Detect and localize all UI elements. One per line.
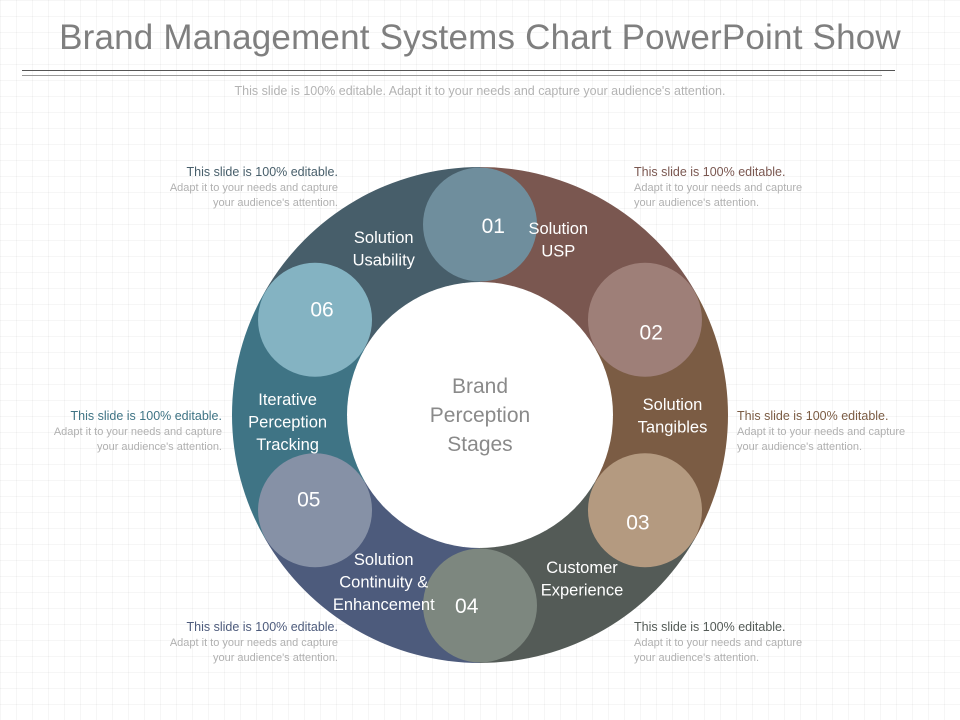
segment-label-line: Experience — [541, 581, 624, 599]
number-circle — [423, 548, 537, 663]
note-middle-left: This slide is 100% editable. Adapt it to… — [0, 408, 222, 455]
note-top-right: This slide is 100% editable. Adapt it to… — [634, 164, 874, 211]
note-body: Adapt it to your needs and capture your … — [169, 182, 338, 209]
note-body: Adapt it to your needs and capture your … — [634, 182, 803, 209]
note-title: This slide is 100% editable. — [186, 165, 338, 179]
segment-label-line: Solution — [354, 229, 414, 247]
center-label-line: Perception — [430, 404, 530, 427]
number-circle — [258, 262, 373, 377]
slide-title: Brand Management Systems Chart PowerPoin… — [59, 18, 901, 57]
slide-subtitle: This slide is 100% editable. Adapt it to… — [234, 84, 726, 98]
segment-label-line: Continuity & — [339, 574, 428, 592]
segment-number: 03 — [626, 512, 649, 535]
note-title: This slide is 100% editable. — [737, 409, 889, 423]
center-circle — [348, 283, 612, 547]
segment-label-line: Solution — [354, 551, 414, 569]
note-body: Adapt it to your needs and capture your … — [53, 426, 222, 453]
note-body: Adapt it to your needs and capture your … — [634, 637, 803, 664]
segment-label-line: Usability — [353, 252, 416, 270]
segment-label-line: Solution — [528, 220, 588, 238]
note-title: This slide is 100% editable. — [186, 620, 338, 634]
segment-label-line: Solution — [643, 396, 703, 414]
note-title: This slide is 100% editable. — [634, 620, 786, 634]
number-circle — [587, 453, 702, 568]
segment-label-line: Perception — [248, 414, 327, 432]
segment-number: 06 — [310, 298, 333, 321]
note-top-left: This slide is 100% editable. Adapt it to… — [98, 164, 338, 211]
segment-label-line: Tracking — [256, 436, 319, 454]
segment-number: 04 — [455, 595, 479, 618]
number-circles — [258, 167, 702, 663]
segment-label-line: Tangibles — [638, 418, 708, 436]
number-circle — [258, 453, 373, 568]
segment-label-line: Customer — [546, 559, 618, 577]
segment-number: 01 — [482, 215, 505, 238]
segment-label-line: USP — [541, 242, 575, 260]
title-divider-secondary — [22, 75, 882, 76]
note-title: This slide is 100% editable. — [70, 409, 222, 423]
note-bottom-left: This slide is 100% editable. Adapt it to… — [98, 619, 338, 666]
note-body: Adapt it to your needs and capture your … — [737, 426, 906, 453]
center-label-line: Brand — [452, 375, 508, 398]
note-bottom-right: This slide is 100% editable. Adapt it to… — [634, 619, 874, 666]
number-circle — [423, 167, 537, 282]
title-divider — [22, 70, 895, 71]
number-circle — [587, 262, 702, 377]
segment-label-line: Iterative — [258, 391, 317, 409]
note-body: Adapt it to your needs and capture your … — [169, 637, 338, 664]
segment-number: 02 — [640, 321, 663, 344]
note-middle-right: This slide is 100% editable. Adapt it to… — [737, 408, 952, 455]
center-label-line: Stages — [447, 433, 512, 456]
note-title: This slide is 100% editable. — [634, 165, 786, 179]
segment-label-line: Enhancement — [333, 596, 435, 614]
segment-number: 05 — [297, 489, 320, 512]
